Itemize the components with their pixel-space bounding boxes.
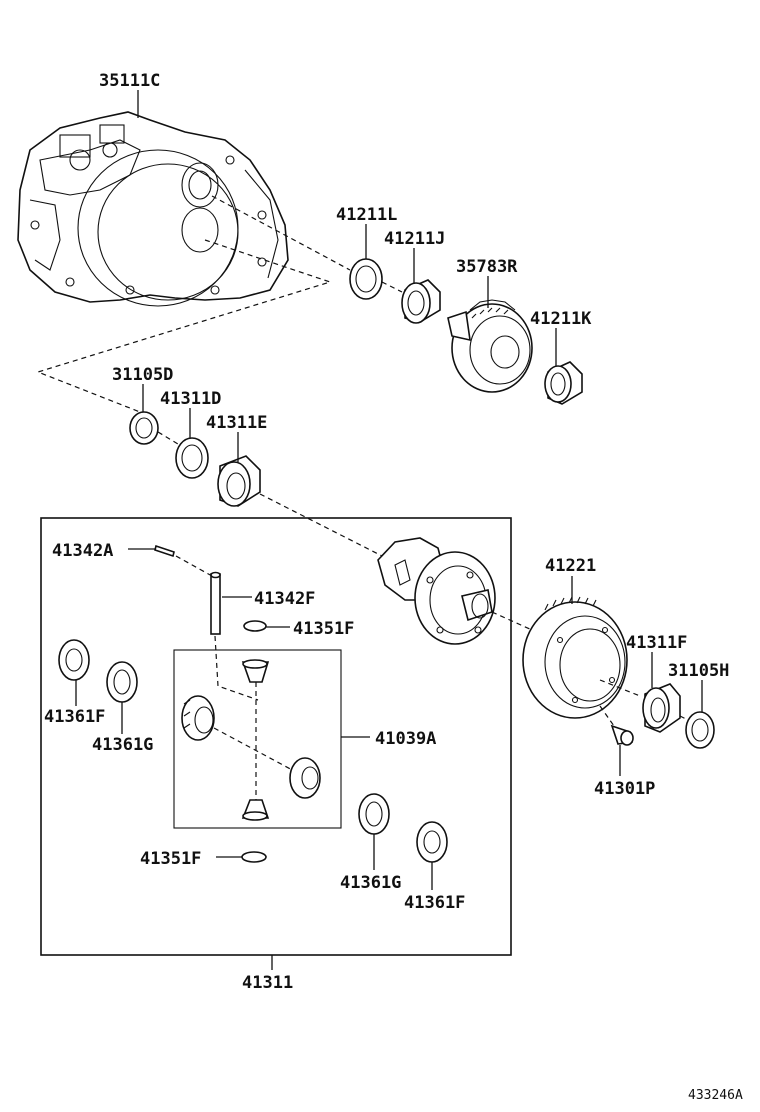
part-41361G-washer-left — [106, 661, 138, 703]
diagram-id: 433246A — [688, 1088, 743, 1103]
label-41342A: 41342A — [52, 541, 113, 561]
label-41351F-bottom: 41351F — [140, 849, 201, 869]
label-35783R: 35783R — [456, 257, 518, 277]
subassembly-41039A-frame — [173, 649, 342, 829]
label-41311E: 41311E — [206, 413, 267, 433]
part-41361F-washer-left — [58, 639, 90, 681]
label-35111C: 35111C — [99, 71, 160, 91]
label-41311D: 41311D — [160, 389, 221, 409]
transaxle-housing-drawing — [17, 111, 289, 307]
label-41221: 41221 — [545, 556, 596, 576]
part-41211L-seal — [349, 258, 383, 300]
part-41361G-washer-bottom — [358, 793, 390, 835]
part-41351F-washer-bottom — [241, 851, 267, 863]
label-41211K: 41211K — [530, 309, 592, 329]
part-41361F-washer-bottom — [416, 821, 448, 863]
label-41351F-top: 41351F — [293, 619, 354, 639]
part-41311E-bearing — [217, 455, 261, 507]
assembly-41311-frame — [40, 517, 512, 956]
label-41361F-bottom: 41361F — [404, 893, 465, 913]
part-41342F-shaft — [210, 571, 221, 635]
label-41301P: 41301P — [594, 779, 655, 799]
part-31105H-seal — [685, 711, 715, 749]
label-41211L: 41211L — [336, 205, 397, 225]
part-35783R-gear — [447, 299, 533, 393]
part-41351F-washer-top — [243, 620, 267, 632]
label-41342F: 41342F — [254, 589, 315, 609]
leader-lines — [75, 90, 703, 970]
part-41211J-bearing — [401, 279, 441, 324]
part-41301P-bolt — [610, 724, 634, 746]
label-41311F: 41311F — [626, 633, 687, 653]
label-41361G-bottom: 41361G — [340, 873, 401, 893]
label-41361F-left: 41361F — [44, 707, 105, 727]
label-41039A: 41039A — [375, 729, 436, 749]
pinion-gear-bottom — [241, 799, 270, 821]
label-41311: 41311 — [242, 973, 293, 993]
differential-case-drawing — [377, 537, 496, 645]
part-41342A-pin — [154, 544, 175, 558]
side-gear-right — [289, 757, 321, 799]
label-41361G-left: 41361G — [92, 735, 153, 755]
part-41211K-bearing — [544, 361, 583, 405]
part-41311F-bearing — [642, 683, 681, 733]
side-gear-left — [181, 695, 215, 741]
part-31105D-seal — [129, 411, 159, 445]
part-41221-ring-gear — [522, 596, 628, 719]
pinion-gear-top — [241, 659, 270, 683]
label-31105D: 31105D — [112, 365, 173, 385]
label-31105H: 31105H — [668, 661, 729, 681]
label-41211J: 41211J — [384, 229, 445, 249]
part-41311D-shim — [175, 437, 209, 479]
